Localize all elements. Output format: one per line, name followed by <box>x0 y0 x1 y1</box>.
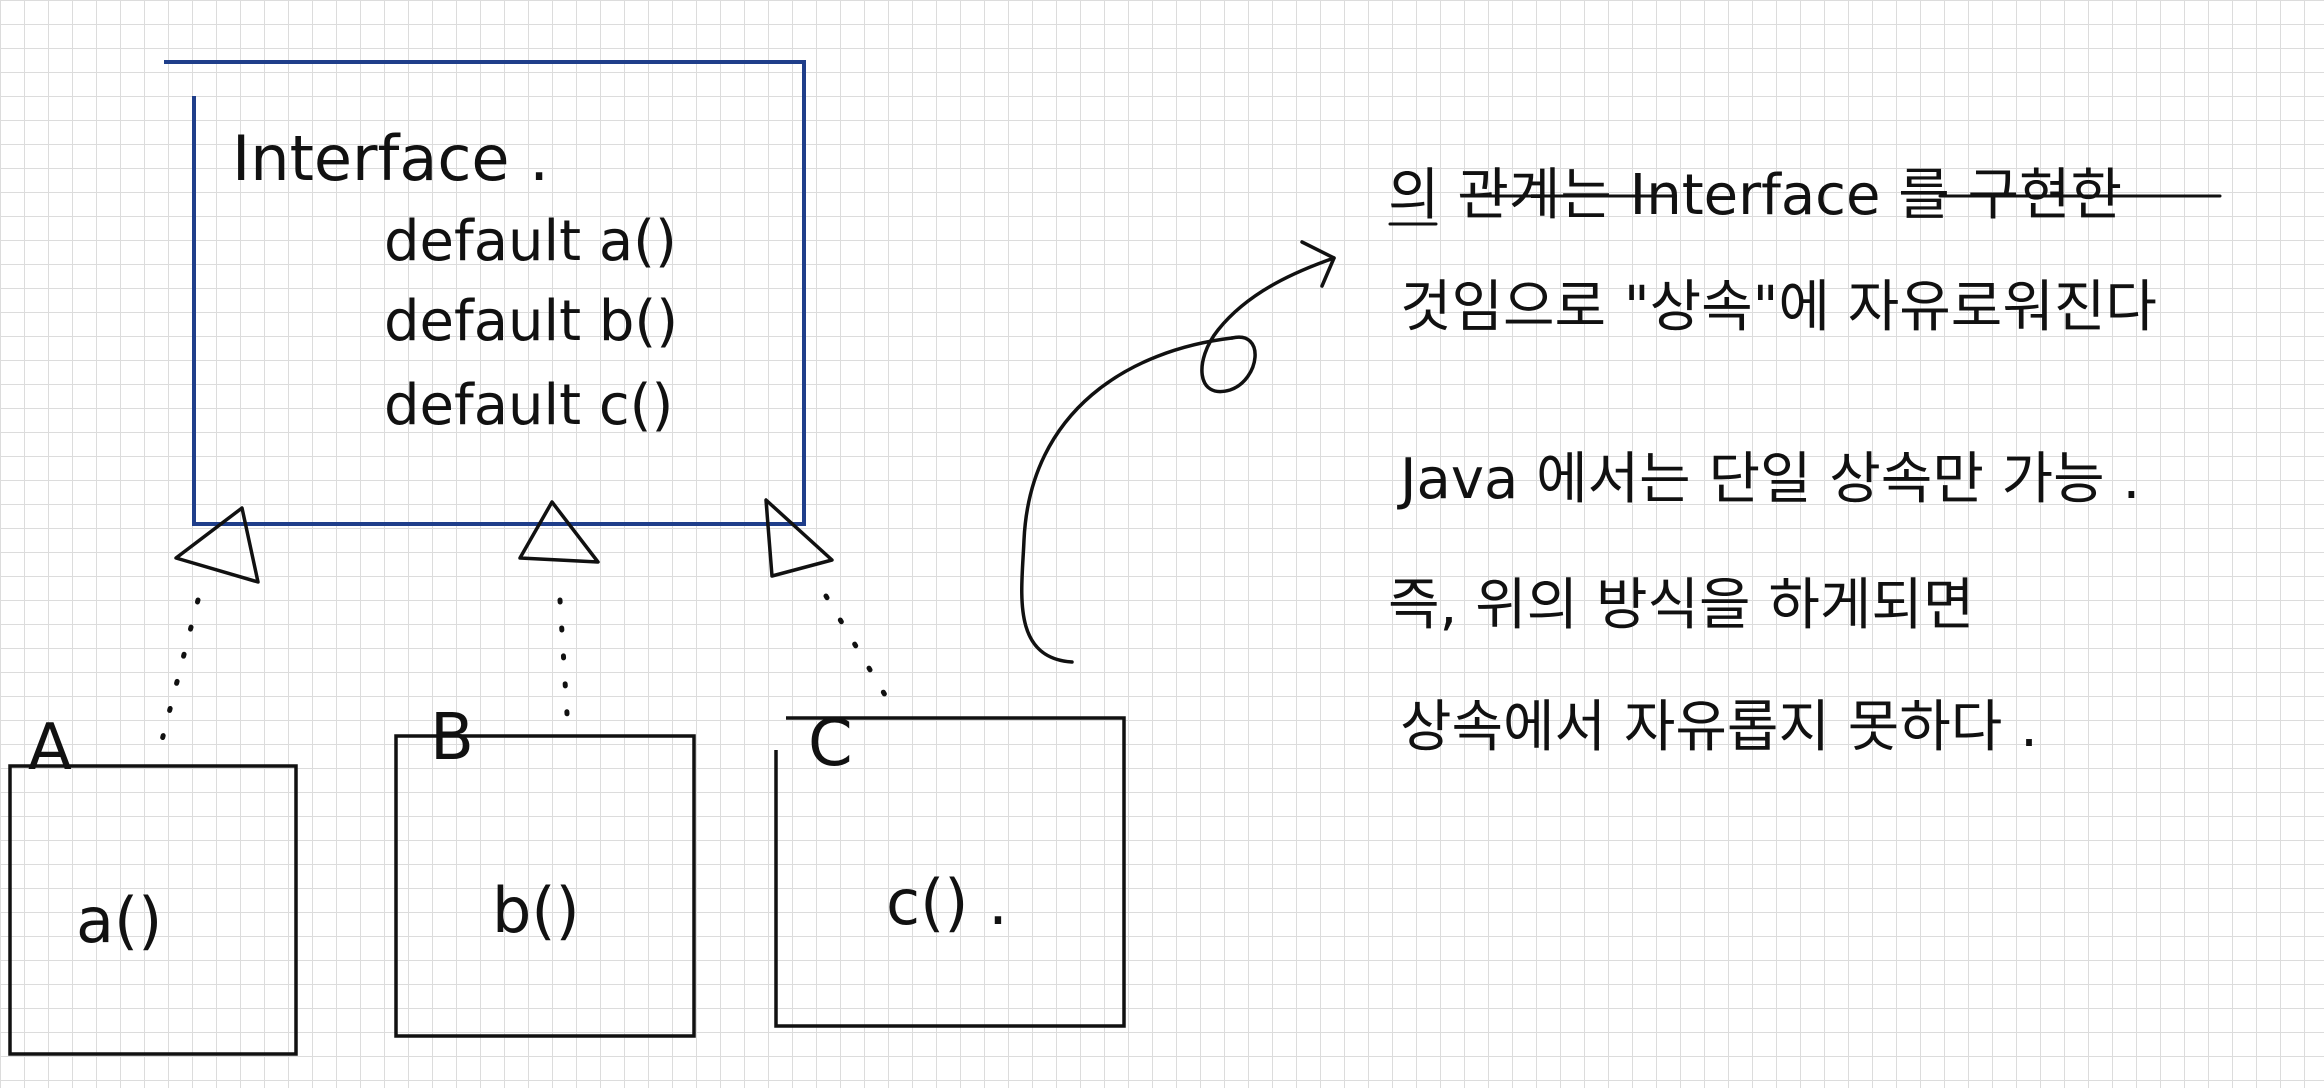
dotted-line-a <box>157 597 201 751</box>
dotted-line-c <box>823 593 891 703</box>
class-box-c <box>774 716 1126 1028</box>
interface-method-b: default b() <box>384 289 679 354</box>
note-line-4: 즉, 위의 방식을 하게되면 <box>1388 573 1975 638</box>
triangle-c <box>764 498 834 578</box>
class-label-c: C <box>808 707 853 781</box>
interface-box <box>164 60 806 526</box>
class-method-a: a() <box>76 884 163 957</box>
note-marks <box>1388 194 2222 226</box>
curved-arrow <box>1020 240 1336 664</box>
interface-title: Interface . <box>232 122 549 195</box>
interface-method-c: default c() <box>384 373 674 438</box>
class-label-a: A <box>28 711 72 785</box>
class-method-c: c() . <box>886 866 1008 939</box>
class-label-b: B <box>430 701 474 775</box>
class-box-a <box>8 764 298 1056</box>
note-line-3: Java 에서는 단일 상속만 가능 . <box>1400 447 2141 512</box>
class-box-b <box>394 734 696 1038</box>
triangle-b <box>518 500 600 564</box>
triangle-a <box>174 506 260 584</box>
note-line-2: 것임으로 "상속"에 자유로워진다 <box>1400 275 2157 340</box>
dotted-line-b <box>557 597 571 733</box>
realization-dotted-lines <box>157 593 891 751</box>
class-boxes <box>8 716 1126 1056</box>
note-line-1: 의 관계는 Interface 를 구현한 <box>1388 163 2123 228</box>
realization-arrowheads <box>174 498 834 584</box>
note-line-5: 상속에서 자유롭지 못하다 . <box>1400 695 2038 760</box>
class-method-b: b() <box>492 874 580 947</box>
interface-method-a: default a() <box>384 209 677 274</box>
